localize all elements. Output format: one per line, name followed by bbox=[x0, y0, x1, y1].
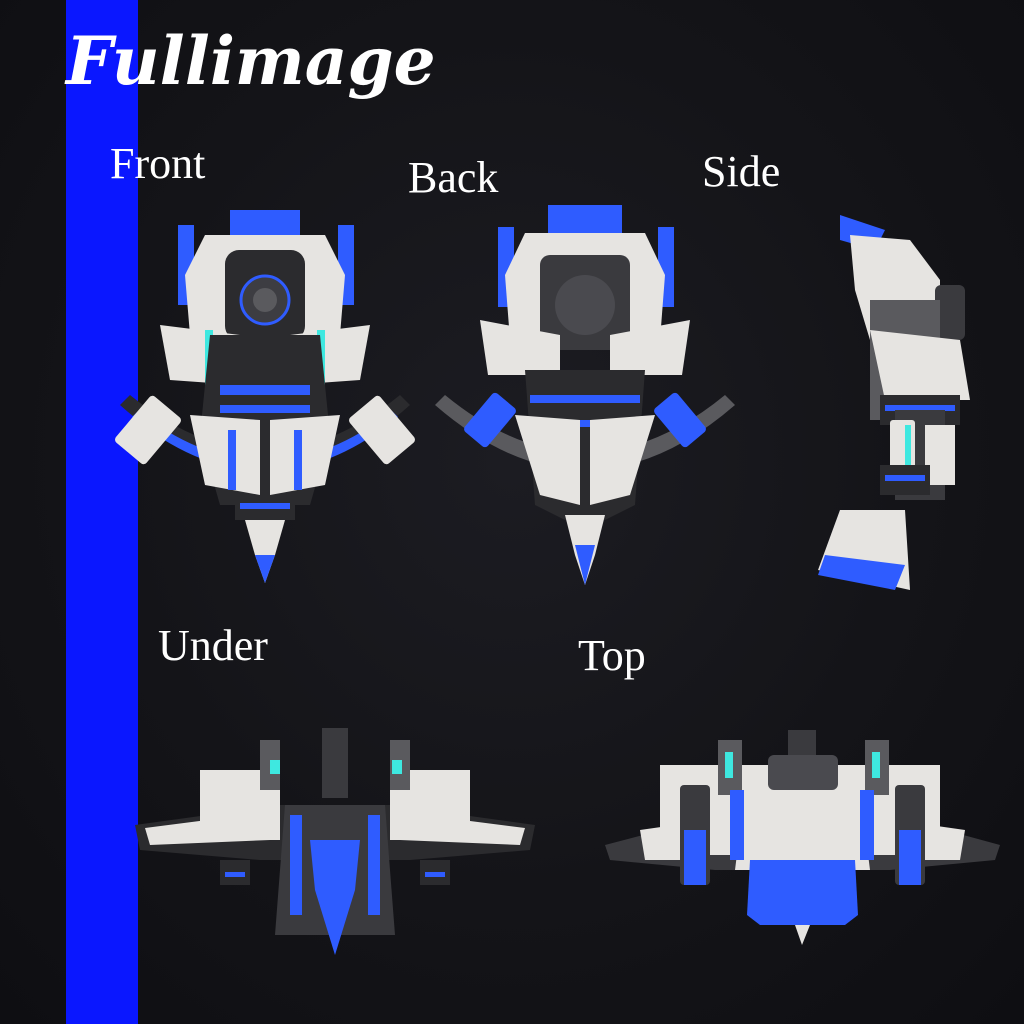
label-under: Under bbox=[158, 621, 268, 670]
ship-side-view bbox=[818, 215, 970, 590]
page-title: Fullimage bbox=[66, 22, 436, 100]
label-side: Side bbox=[702, 147, 781, 196]
label-front: Front bbox=[110, 139, 206, 188]
ship-under-view bbox=[135, 728, 535, 955]
ship-back-view bbox=[435, 205, 735, 585]
blue-sidebar-stripe bbox=[66, 0, 138, 1024]
ship-front-view bbox=[115, 210, 415, 583]
ship-top-view bbox=[605, 730, 1000, 945]
label-back: Back bbox=[408, 153, 499, 202]
label-top: Top bbox=[578, 631, 646, 680]
